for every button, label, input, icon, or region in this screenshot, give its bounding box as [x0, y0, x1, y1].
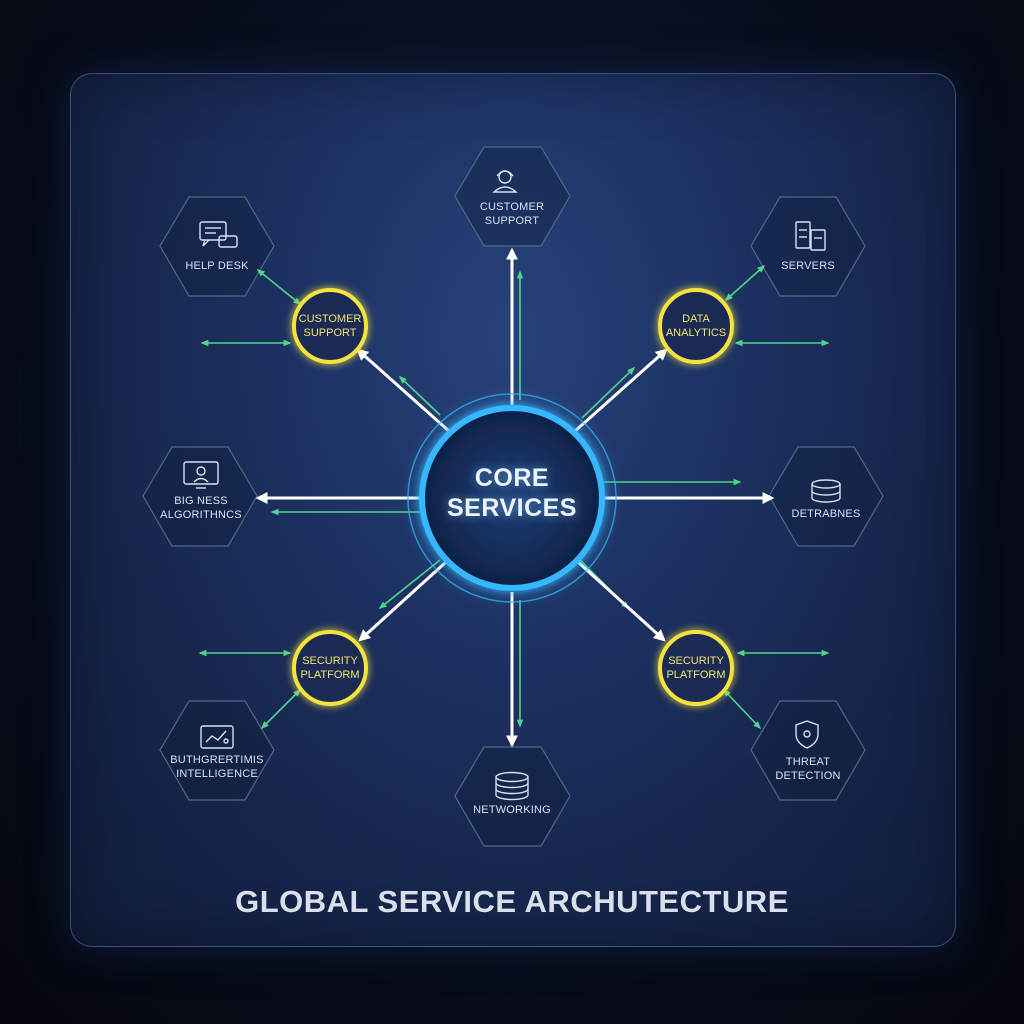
hex-line: SUPPORT — [484, 215, 540, 227]
ring-data-analytics[interactable] — [658, 288, 734, 364]
chat-bubbles-icon — [199, 221, 238, 248]
hex-line: BIG NESS — [174, 495, 228, 507]
server-rack-icon — [795, 221, 826, 251]
hex-line: HELP DESK — [185, 260, 249, 272]
hex-customer-support[interactable] — [454, 146, 571, 247]
hex-label-servers: SERVERS — [763, 259, 853, 273]
hex-label-detrabnes: DETRABNES — [780, 507, 872, 521]
core-services-label: CORE SERVICES — [432, 463, 592, 523]
hex-line: SERVERS — [781, 260, 835, 272]
dashboard-chart-icon — [200, 725, 234, 749]
green-flow-arrows — [198, 264, 830, 730]
hex-label-networking: NETWORKING — [467, 803, 557, 817]
hex-buthgrertimis[interactable] — [159, 700, 275, 801]
green-arrow — [398, 375, 441, 416]
hex-line: BUTHGRERTIMIS — [170, 754, 264, 766]
ring-line: SECURITY — [302, 655, 358, 667]
hex-nodes — [142, 146, 884, 847]
hex-servers[interactable] — [750, 196, 866, 297]
ring-security-platform-left[interactable] — [292, 630, 368, 706]
hex-line: CUSTOMER — [479, 201, 545, 213]
hex-label-threat-detection: THREAT DETECTION — [763, 755, 853, 783]
hex-label-help-desk: HELP DESK — [172, 259, 262, 273]
ring-line: SECURITY — [668, 655, 724, 667]
hex-line: DETECTION — [775, 770, 841, 782]
shield-icon — [795, 720, 819, 749]
ring-label-data-analytics: DATA ANALYTICS — [656, 312, 736, 340]
hex-icons — [183, 170, 841, 801]
ring-line: ANALYTICS — [665, 327, 727, 339]
hex-threat-detection[interactable] — [750, 700, 866, 801]
ring-line: PLATFORM — [666, 669, 726, 681]
hex-big-ness[interactable] — [142, 446, 258, 547]
ring-label-security-platform-left: SECURITY PLATFORM — [290, 654, 370, 682]
database-stack-icon — [811, 479, 841, 503]
ring-line: CUSTOMER — [298, 313, 362, 325]
ring-label-customer-support: CUSTOMER SUPPORT — [290, 312, 370, 340]
hex-help-desk[interactable] — [159, 196, 275, 297]
agent-headset-icon — [492, 170, 518, 193]
hex-networking[interactable] — [454, 746, 571, 847]
page-title: GLOBAL SERVICE ARCHUTECTURE — [235, 884, 789, 919]
core-line-2: SERVICES — [447, 494, 577, 522]
green-arrow — [722, 688, 762, 730]
hex-line: NETWORKING — [473, 804, 551, 816]
green-arrow — [260, 688, 302, 730]
database-stack-icon — [495, 771, 529, 801]
hex-label-big-ness: BIG NESS ALGORITHNCS — [150, 494, 252, 522]
service-rings — [292, 288, 734, 706]
green-arrow — [581, 366, 636, 419]
hex-line: ALGORITHNCS — [160, 509, 242, 521]
hex-detrabnes[interactable] — [768, 446, 884, 547]
hex-line: THREAT — [785, 756, 831, 768]
ring-customer-support[interactable] — [292, 288, 368, 364]
ring-line: SUPPORT — [303, 327, 357, 339]
hex-label-customer-support: CUSTOMER SUPPORT — [467, 200, 557, 228]
core-line-1: CORE — [474, 464, 550, 492]
hex-label-buthgrertimis: BUTHGRERTIMIS INTELLIGENCE — [160, 753, 274, 781]
green-arrow — [256, 268, 302, 306]
hex-line: INTELLIGENCE — [176, 768, 258, 780]
ring-label-security-platform-right: SECURITY PLATFORM — [656, 654, 736, 682]
hex-line: DETRABNES — [791, 508, 861, 520]
core-node[interactable] — [400, 386, 624, 610]
ring-line: PLATFORM — [300, 669, 360, 681]
monitor-user-icon — [183, 461, 219, 489]
ring-line: DATA — [682, 313, 710, 325]
ring-security-platform-right[interactable] — [658, 630, 734, 706]
green-arrow — [724, 264, 766, 302]
